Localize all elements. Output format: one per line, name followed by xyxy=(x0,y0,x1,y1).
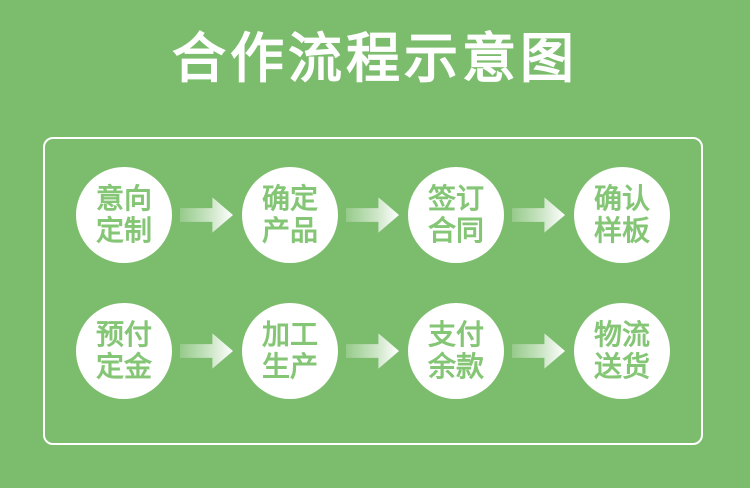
step-label: 物流 送货 xyxy=(593,319,650,382)
flow-step-production: 加工 生产 xyxy=(242,303,338,399)
flow-step-deposit: 预付 定金 xyxy=(76,303,172,399)
arrow-right-icon xyxy=(180,333,234,369)
flow-step-delivery: 物流 送货 xyxy=(574,303,670,399)
step-label: 意向 定制 xyxy=(95,183,152,246)
step-label: 确认 样板 xyxy=(593,183,650,246)
flow-step-confirm-product: 确定 产品 xyxy=(242,167,338,263)
flow-step-intent: 意向 定制 xyxy=(76,167,172,263)
arrow-right-icon xyxy=(346,333,400,369)
flow-row-1: 意向 定制 确定 产品 签订 合同 确认 样板 xyxy=(45,167,701,263)
page-title: 合作流程示意图 xyxy=(172,29,578,89)
arrow-right-icon xyxy=(346,197,400,233)
arrow-right-icon xyxy=(180,197,234,233)
step-label: 确定 产品 xyxy=(261,183,318,246)
flow-step-sign-contract: 签订 合同 xyxy=(408,167,504,263)
arrow-right-icon xyxy=(512,333,566,369)
arrow-right-icon xyxy=(512,197,566,233)
flow-panel: 意向 定制 确定 产品 签订 合同 确认 样板 预付 定金 xyxy=(43,137,703,445)
flow-row-2: 预付 定金 加工 生产 支付 余款 物流 送货 xyxy=(45,303,701,399)
step-label: 加工 生产 xyxy=(261,319,318,382)
step-label: 签订 合同 xyxy=(427,183,484,246)
step-label: 支付 余款 xyxy=(427,319,484,382)
flow-step-confirm-sample: 确认 样板 xyxy=(574,167,670,263)
step-label: 预付 定金 xyxy=(95,319,152,382)
flow-step-balance-payment: 支付 余款 xyxy=(408,303,504,399)
